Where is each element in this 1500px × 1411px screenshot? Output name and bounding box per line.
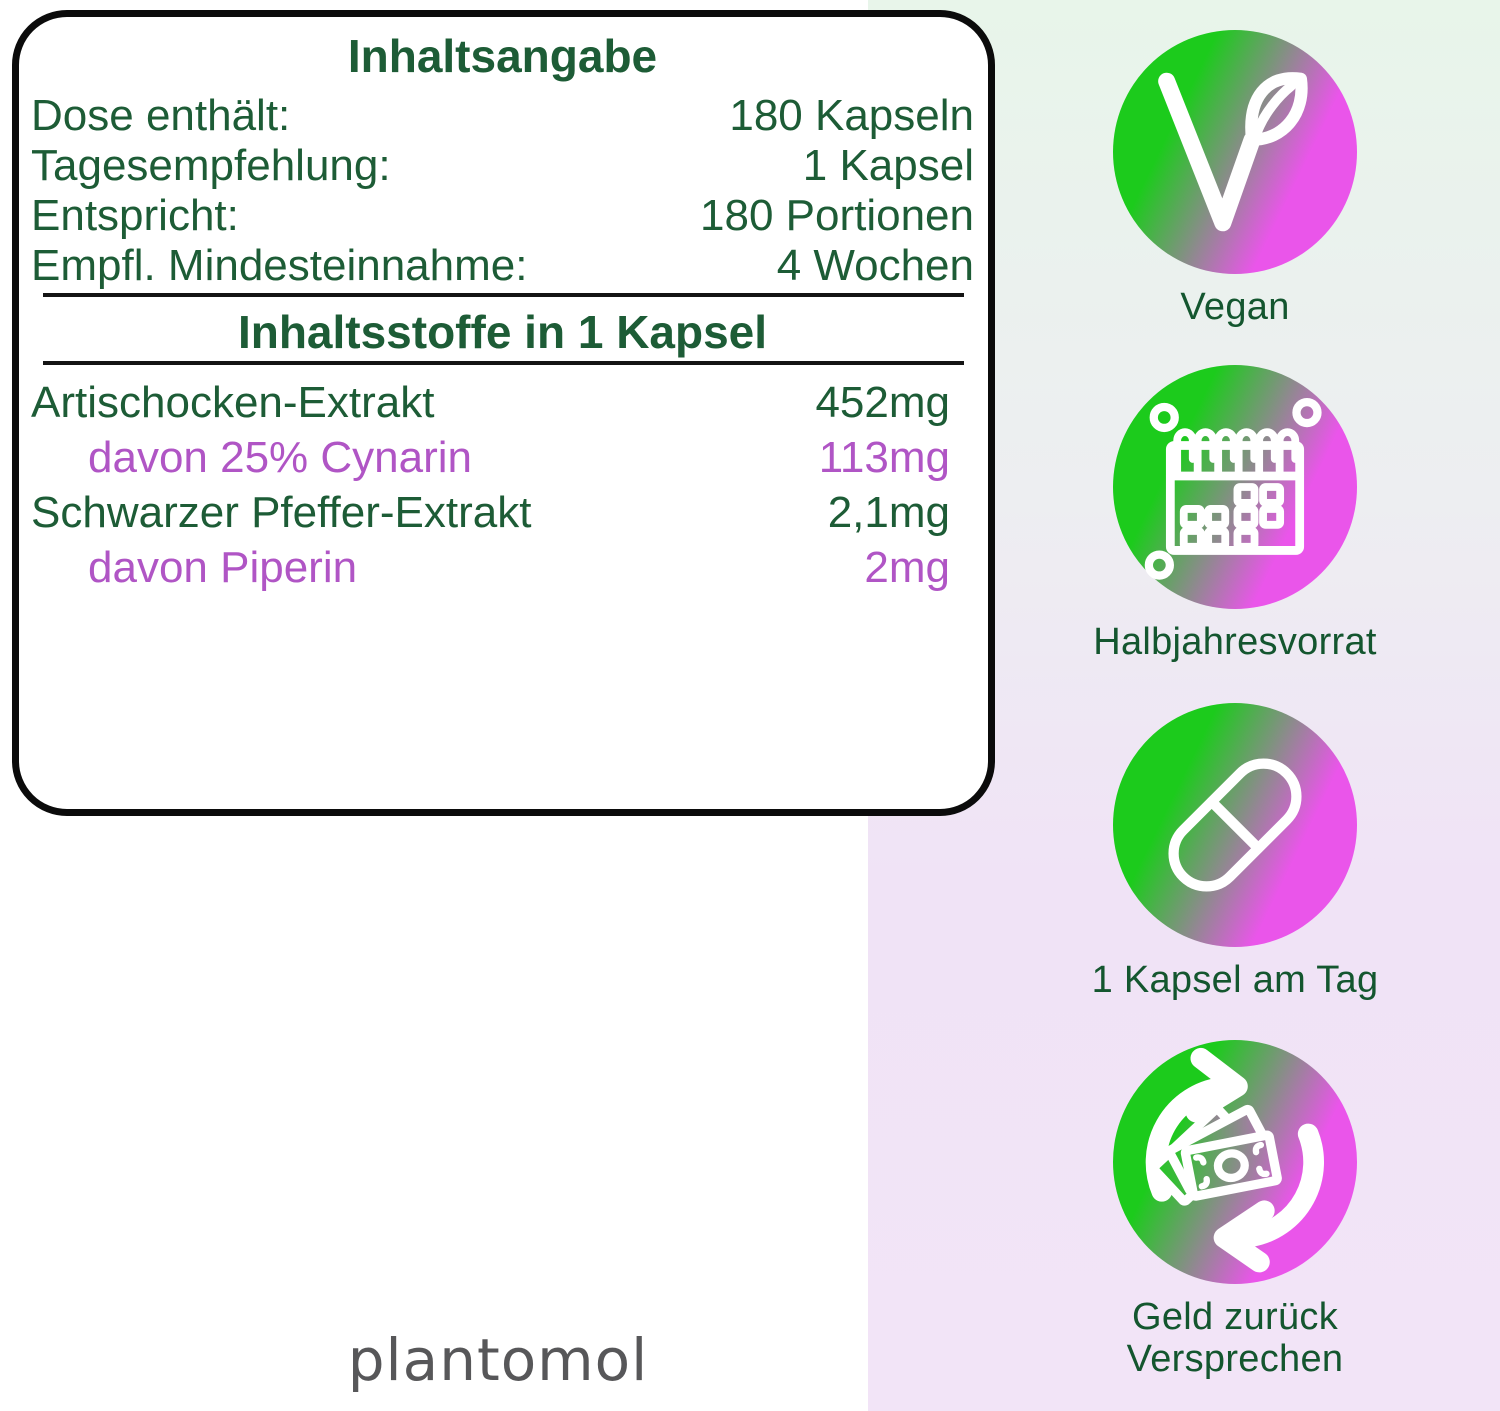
divider [43, 361, 964, 365]
banknotes [1149, 1104, 1282, 1206]
badge-label: Geld zurück Versprechen [1126, 1296, 1344, 1380]
badge-money-back: Geld zurück Versprechen [1045, 1040, 1425, 1380]
ingredient-row: Artischocken-Extrakt 452mg [31, 375, 974, 430]
card-title: Inhaltsangabe [347, 30, 658, 82]
info-value: 180 Portionen [700, 191, 974, 240]
ingredients-title: Inhaltsstoffe in 1 Kapsel [237, 306, 768, 358]
info-label: Entspricht: [31, 191, 239, 240]
info-value: 180 Kapseln [729, 91, 974, 140]
info-table: Dose enthält: 180 Kapseln Tagesempfehlun… [31, 91, 974, 291]
ingredient-label: davon 25% Cynarin [88, 433, 473, 482]
info-label: Tagesempfehlung: [31, 141, 391, 190]
ingredient-row: Schwarzer Pfeffer-Extrakt 2,1mg [31, 485, 974, 540]
ingredient-row: davon Piperin 2mg [31, 540, 974, 595]
badge-label: Vegan [1180, 286, 1290, 328]
info-label: Empfl. Mindesteinnahme: [31, 241, 528, 290]
ingredient-label: davon Piperin [88, 543, 358, 592]
info-label: Dose enthält: [31, 91, 291, 140]
info-row: Dose enthält: 180 Kapseln [31, 91, 974, 141]
ingredient-value: 452mg [815, 378, 950, 427]
nutrition-card: Inhaltsangabe Dose enthält: 180 Kapseln … [12, 10, 995, 816]
info-row: Tagesempfehlung: 1 Kapsel [31, 141, 974, 191]
ingredient-value: 2,1mg [827, 488, 950, 537]
info-value: 4 Wochen [776, 241, 974, 290]
ingredient-value: 2mg [864, 543, 950, 592]
calendar-icon [1113, 365, 1357, 609]
badge-label: Halbjahresvorrat [1093, 621, 1377, 663]
capsule-icon [1113, 703, 1357, 947]
info-row: Entspricht: 180 Portionen [31, 191, 974, 241]
money-back-icon [1113, 1040, 1357, 1284]
ingredient-label: Artischocken-Extrakt [31, 378, 435, 427]
ingredient-label: Schwarzer Pfeffer-Extrakt [31, 488, 532, 537]
divider [43, 293, 964, 297]
badge-one-capsule-per-day: 1 Kapsel am Tag [1045, 703, 1425, 1001]
ingredient-value: 113mg [818, 433, 950, 482]
vegan-v-leaf-icon [1113, 30, 1357, 274]
brand-logo: plantomol [347, 1326, 649, 1394]
info-row: Empfl. Mindesteinnahme: 4 Wochen [31, 241, 974, 291]
badge-label: 1 Kapsel am Tag [1091, 959, 1379, 1001]
info-value: 1 Kapsel [802, 141, 974, 190]
ingredients-table: Artischocken-Extrakt 452mg davon 25% Cyn… [31, 375, 974, 595]
badge-vegan: Vegan [1045, 30, 1425, 328]
badge-half-year-supply: Halbjahresvorrat [1045, 365, 1425, 663]
ingredient-row: davon 25% Cynarin 113mg [31, 430, 974, 485]
